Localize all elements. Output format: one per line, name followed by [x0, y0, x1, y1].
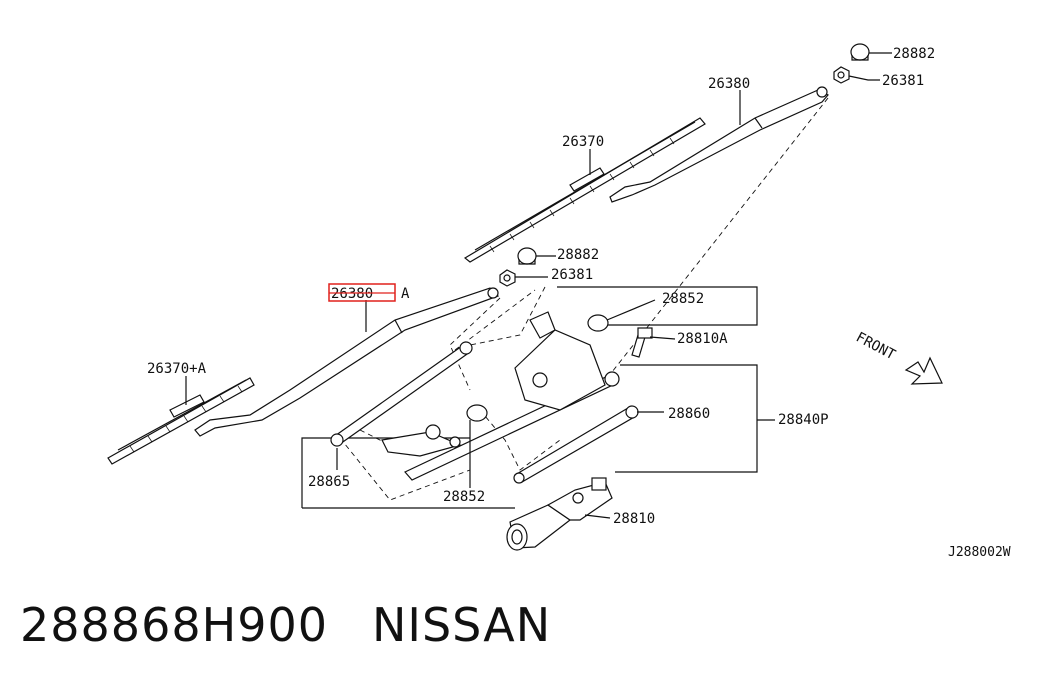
callout-bushing-center: 28852	[443, 489, 485, 505]
callout-linkage-assembly: 28840P	[778, 412, 829, 428]
bushing-right	[587, 314, 609, 332]
callout-arm-driver-suffix: A	[401, 286, 410, 302]
callout-arm-passenger: 26380	[708, 76, 750, 92]
brand-name: NISSAN	[372, 598, 552, 652]
part-footer: 288868H900 NISSAN	[20, 598, 595, 652]
drawing-code: J288002W	[948, 545, 1011, 560]
nut-top	[833, 66, 850, 84]
callout-bushing-right: 28852	[662, 291, 704, 307]
wiper-blade-passenger[interactable]	[463, 117, 706, 263]
callout-rod-lower: 28860	[668, 406, 710, 422]
grommet-mid	[517, 247, 537, 265]
callout-grommet-top: 28882	[893, 46, 935, 62]
nut-mid	[499, 269, 516, 287]
callout-blade-driver: 26370+A	[147, 361, 207, 377]
wiper-arm-passenger[interactable]	[609, 86, 829, 203]
bushing-center	[466, 404, 488, 422]
front-direction-indicator: FRONT	[853, 329, 943, 385]
callout-blade-passenger: 26370	[562, 134, 604, 150]
callout-arm-driver: 26380	[331, 286, 373, 302]
wiper-blade-driver[interactable]	[107, 377, 255, 465]
callout-bushing-left: 28865	[308, 474, 350, 490]
part-number: 288868H900	[20, 598, 328, 652]
callout-motor: 28810	[613, 511, 655, 527]
grommet-top	[850, 43, 870, 61]
callout-bolt: 28810A	[677, 331, 728, 347]
wiper-arm-driver[interactable]	[194, 287, 500, 437]
wiper-motor[interactable]	[506, 477, 613, 551]
crank-arm	[381, 424, 462, 457]
pivot-bracket	[514, 311, 606, 411]
callout-nut-mid: 26381	[551, 267, 593, 283]
front-arrow-icon	[904, 356, 943, 385]
front-label: FRONT	[853, 329, 898, 363]
linkage-rod-upper[interactable]	[330, 341, 473, 447]
bolt	[631, 327, 653, 358]
callout-nut-top: 26381	[882, 73, 924, 89]
wiper-parts-diagram: 28882 26381 26380 26370 28882 26381 2638…	[107, 43, 943, 551]
callout-grommet-mid: 28882	[557, 247, 599, 263]
